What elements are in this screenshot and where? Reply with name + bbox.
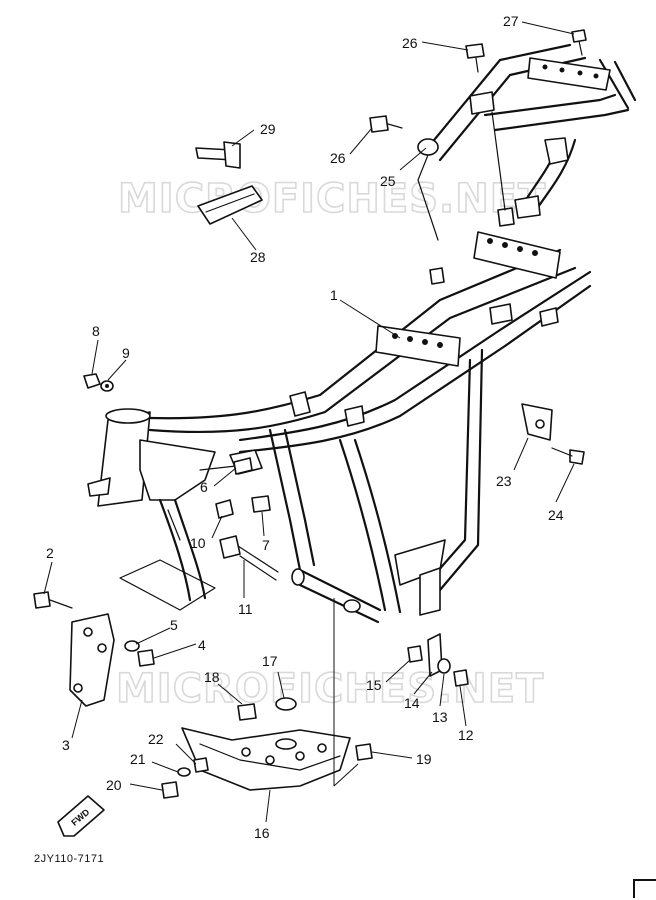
callout-25: 25 [380,173,396,189]
callout-8: 8 [92,323,100,339]
callout-24: 24 [548,507,564,523]
callout-14: 14 [404,695,420,711]
callout-4: 4 [198,637,206,653]
callout-21: 21 [130,751,146,767]
callout-numbers: 27 26 29 26 25 28 1 8 9 6 10 7 11 2 5 4 … [46,13,564,841]
cap-18 [237,703,257,721]
callout-12: 12 [458,727,474,743]
nut-15 [407,645,423,663]
watermark-bottom: MICROFICHES.NET [116,666,544,712]
callout-3: 3 [62,737,70,753]
bolt-26-left [369,115,403,133]
callout-22: 22 [148,731,164,747]
reference-code: 2JY110-7171 [34,853,104,865]
callout-27: 27 [503,13,519,29]
bolt-26-top [465,43,485,73]
callout-10: 10 [190,535,206,551]
watermark-top: MICROFICHES.NET [118,176,546,222]
bolt-20 [161,781,179,799]
callout-7: 7 [262,537,270,553]
washer-21 [177,767,191,777]
callout-18: 18 [204,669,220,685]
bolt-6 [233,457,253,475]
callout-20: 20 [106,777,122,793]
callout-15: 15 [366,677,382,693]
callout-9: 9 [122,345,130,361]
nut-4 [137,649,155,667]
plug-17 [275,697,297,711]
clamp-29 [195,141,241,169]
callout-6: 6 [200,479,208,495]
washer-5 [124,640,140,652]
callout-29: 29 [260,121,276,137]
bolt-2 [33,591,73,609]
bracket-3 [69,613,115,707]
callout-13: 13 [432,709,448,725]
bracket-23 [521,403,553,441]
bolt-10 [215,499,234,519]
bolt-7 [251,495,271,513]
callout-26-left: 26 [330,150,346,166]
bracket-outline [119,559,216,611]
callout-11: 11 [238,601,253,617]
skid-plate-16 [181,727,351,791]
nut-12 [453,669,469,687]
washer-9 [100,380,114,392]
callout-16: 16 [254,825,270,841]
pad-28 [197,185,263,225]
bolt-19 [355,743,373,761]
washer-13 [437,658,451,674]
collar-22 [193,757,209,773]
callout-26-top: 26 [402,35,418,51]
bolt-11 [219,535,279,581]
leader-lines [43,21,575,823]
callout-17: 17 [262,653,278,669]
callout-1: 1 [330,287,338,303]
callout-23: 23 [496,473,512,489]
bolt-24 [551,447,585,465]
callout-2: 2 [46,545,54,561]
corner-mark [633,879,656,898]
rear-sub-frame [417,43,637,241]
callout-19: 19 [416,751,432,767]
nut-8 [83,373,101,389]
main-frame [87,231,592,624]
fwd-arrow-icon: FWD [57,795,105,837]
callout-28: 28 [250,249,266,265]
bolt-27 [571,29,587,56]
callout-5: 5 [170,617,178,633]
